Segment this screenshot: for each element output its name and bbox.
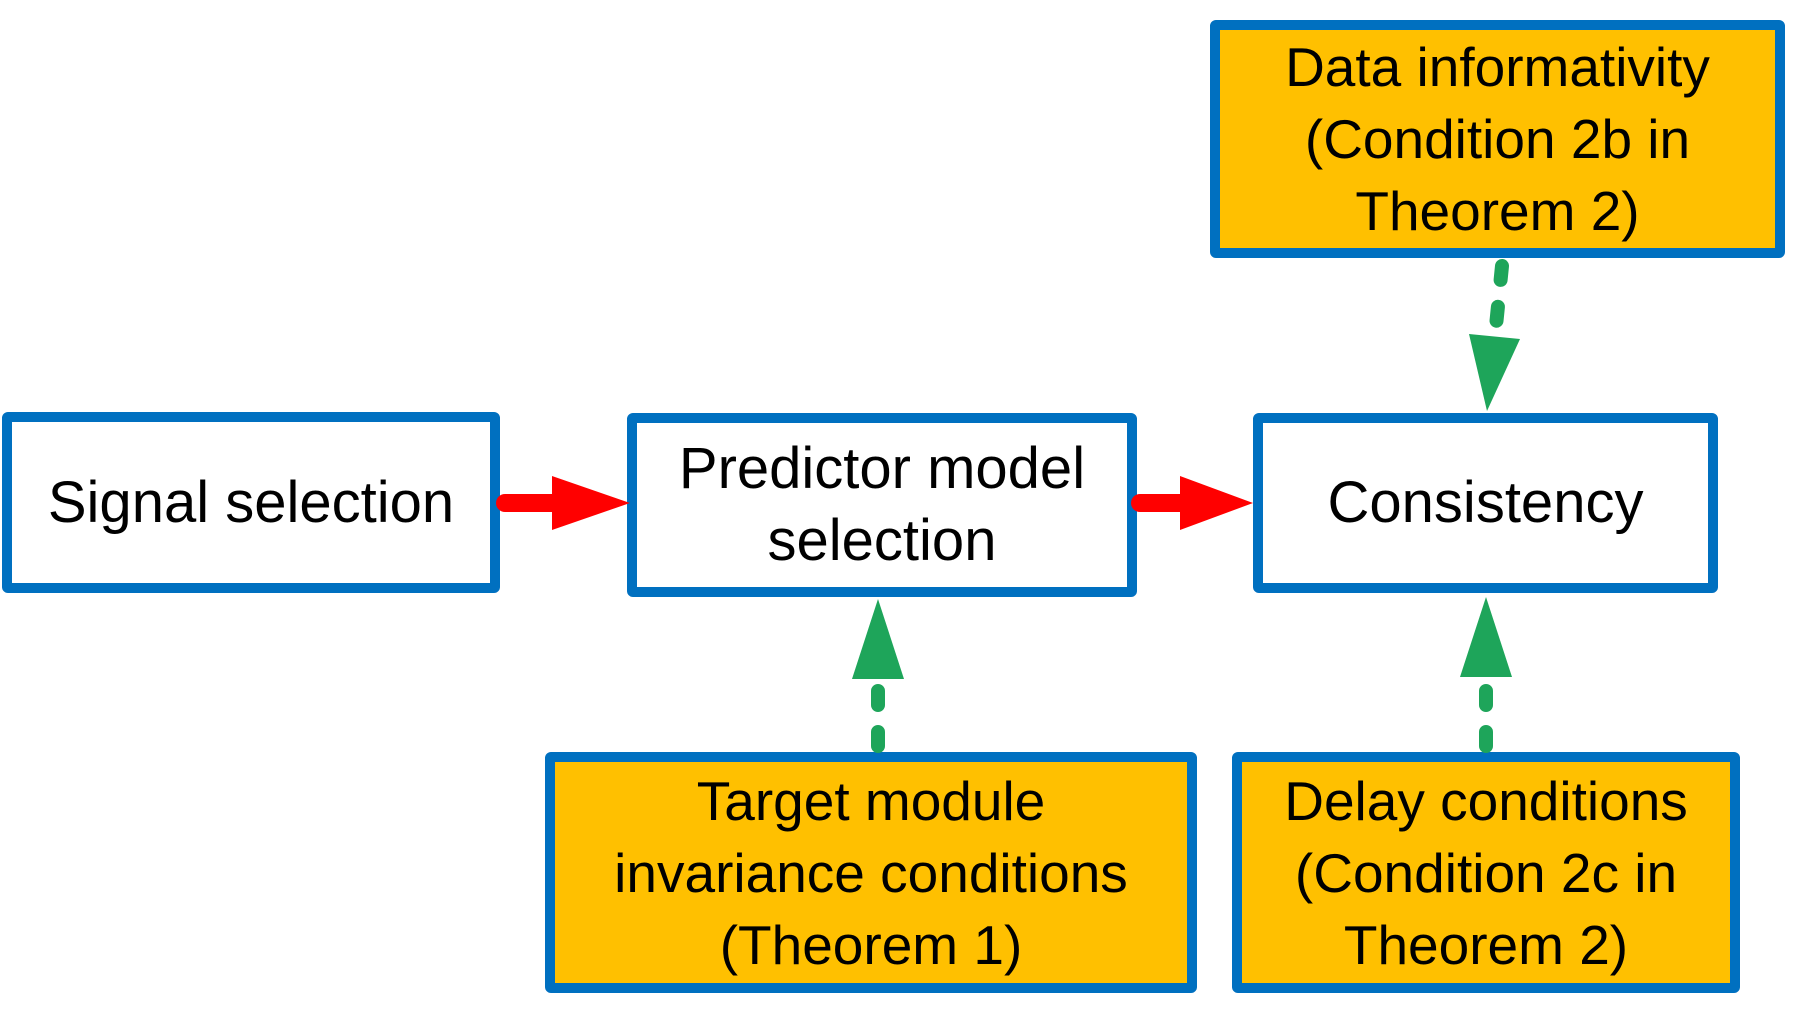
node-label-line: (Theorem 1) — [719, 913, 1023, 976]
node-label-line: invariance conditions — [614, 841, 1128, 904]
node-label-line: Predictor model — [678, 436, 1086, 501]
green-dashed-arrow-data-informativity-to-consistency — [1469, 259, 1520, 411]
node-label-line: Target module — [696, 769, 1046, 832]
node-consistency: Consistency — [1253, 413, 1718, 593]
node-label-line: (Condition 2b in — [1304, 108, 1691, 170]
node-predictor-model-selection: Predictor model selection — [627, 413, 1137, 597]
red-arrow-predictor-to-consistency — [1131, 476, 1253, 530]
node-label: Consistency — [1327, 470, 1644, 535]
node-label-line: Theorem 2) — [1355, 180, 1640, 242]
node-label-line: Delay conditions — [1284, 769, 1688, 832]
node-label: Signal selection — [47, 469, 455, 535]
node-label-line: (Condition 2c in — [1294, 841, 1678, 904]
node-target-module-invariance: Target module invariance conditions (The… — [545, 752, 1197, 993]
red-arrow-signal-to-predictor — [496, 476, 630, 530]
node-label-line: Data informativity — [1285, 36, 1710, 98]
node-label-line: selection — [767, 508, 997, 573]
node-delay-conditions: Delay conditions (Condition 2c in Theore… — [1232, 752, 1740, 993]
node-data-informativity: Data informativity (Condition 2b in Theo… — [1210, 20, 1785, 258]
green-dashed-arrow-target-module-to-predictor — [852, 599, 904, 753]
green-dashed-arrow-delay-to-consistency — [1460, 597, 1512, 753]
node-label-line: Theorem 2) — [1343, 913, 1629, 976]
node-signal-selection: Signal selection — [2, 412, 500, 593]
